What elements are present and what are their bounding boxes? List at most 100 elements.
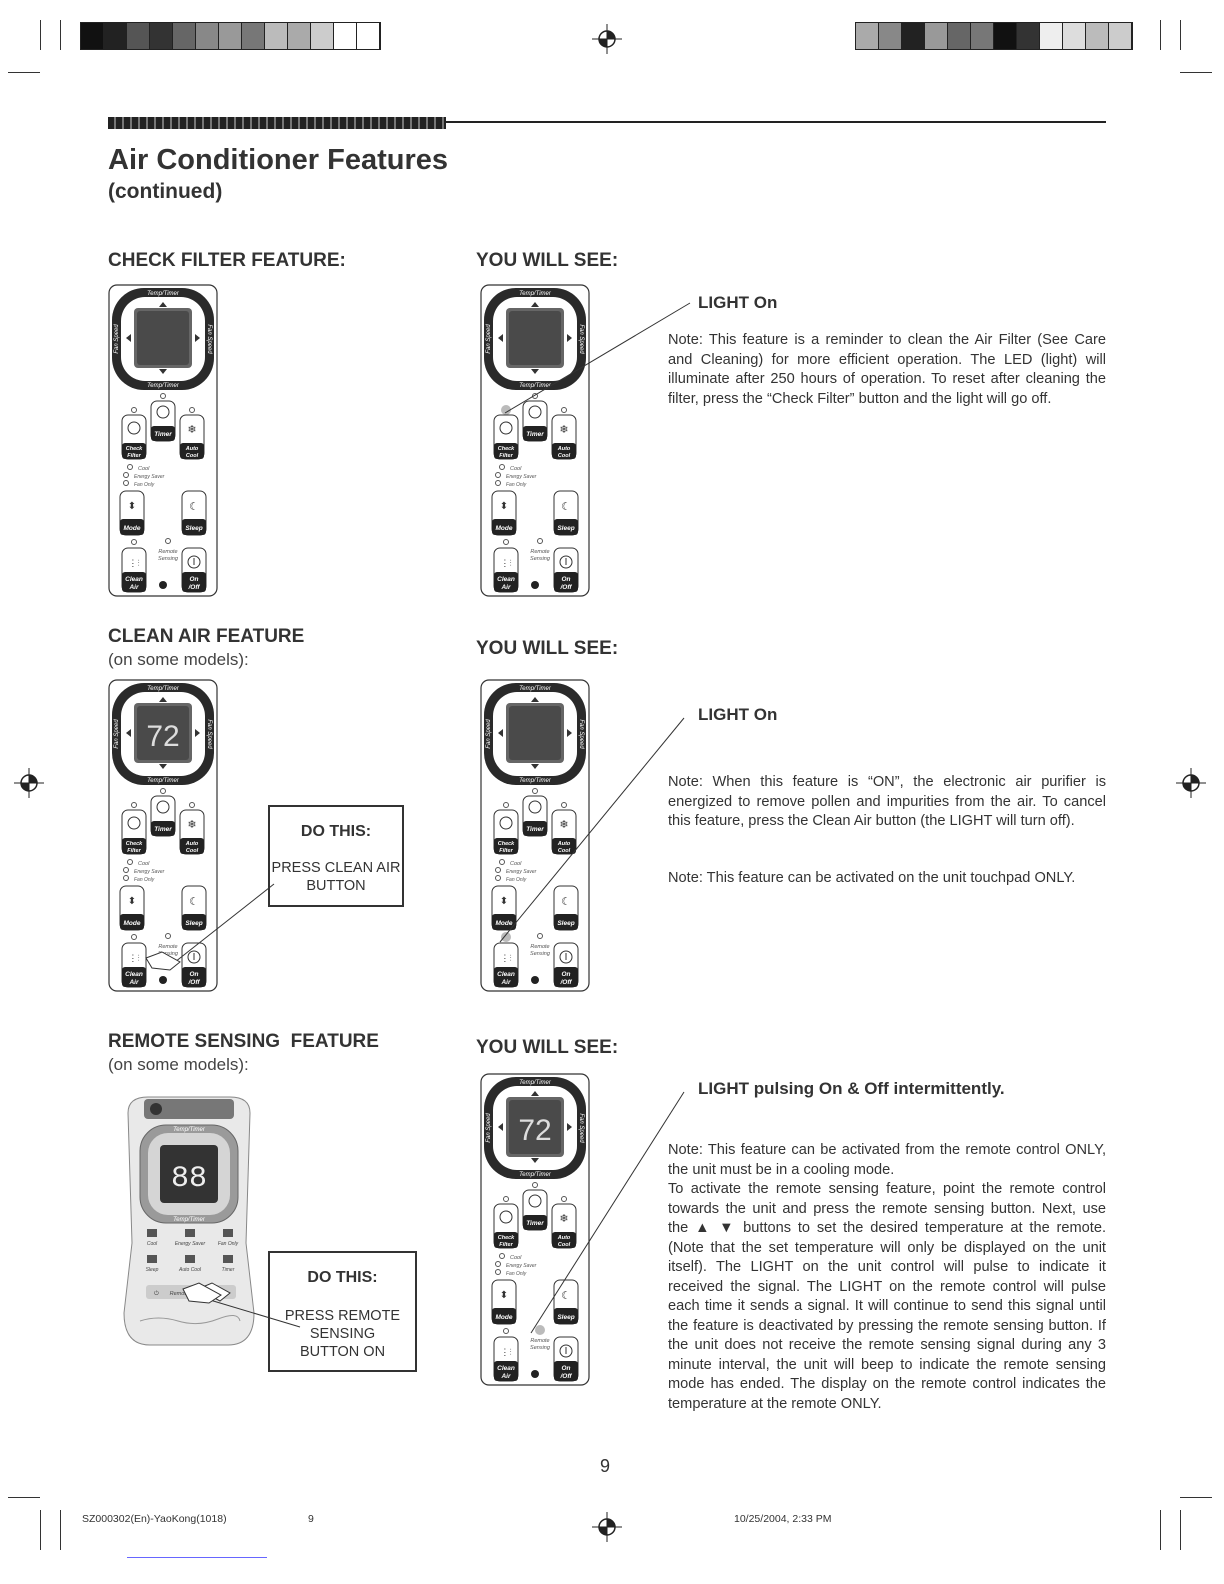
panel-label: Temp/Timer — [147, 291, 180, 297]
panel-label: ☾ — [561, 501, 571, 513]
panel-label: Auto — [557, 1235, 571, 1241]
panel-label: On — [561, 1365, 570, 1372]
panel-label: Timer — [526, 431, 544, 438]
panel-label: Cool — [510, 1255, 522, 1261]
panel-label: Sleep — [185, 920, 202, 927]
remote-ring-top-label: Temp/Timer — [173, 1127, 206, 1133]
panel-label: ⬍ — [128, 896, 136, 907]
panel-label: /Off — [559, 979, 572, 986]
panel-label: Temp/Timer — [519, 1172, 552, 1178]
panel-label: ⬍ — [500, 1290, 508, 1301]
panel-label: Temp/Timer — [147, 686, 180, 692]
panel-label: Temp/Timer — [519, 686, 552, 692]
panel-label: ☾ — [561, 1290, 571, 1302]
header-rule — [108, 121, 1106, 123]
panel-label: 72 — [146, 720, 179, 753]
panel-label: /Off — [559, 584, 572, 591]
panel-label: Temp/Timer — [519, 291, 552, 297]
control-panel-diagram-remote-sensing-lit: 72 Temp/Timer Temp/Timer Fan Speed Fan S… — [480, 1073, 590, 1386]
registration-mark-icon — [592, 24, 622, 54]
panel-label: Fan Speed — [486, 1113, 492, 1143]
panel-label: Cool — [558, 848, 571, 854]
panel-label: Temp/Timer — [147, 383, 180, 389]
panel-label: Check — [498, 446, 515, 452]
footer-timestamp: 10/25/2004, 2:33 PM — [734, 1513, 832, 1525]
registration-bar-left — [80, 22, 381, 50]
panel-label: Mode — [124, 920, 141, 927]
panel-label: /Off — [187, 584, 200, 591]
remote-button-label: Cool — [147, 1241, 158, 1247]
panel-label: Cool — [558, 453, 571, 459]
panel-label: Energy Saver — [134, 474, 165, 480]
panel-label: Energy Saver — [506, 869, 537, 875]
page-number: 9 — [600, 1456, 611, 1476]
panel-label: Fan Speed — [486, 324, 492, 354]
panel-label: Filter — [127, 848, 141, 854]
header-rule-pattern — [108, 117, 446, 129]
panel-label: Cool — [510, 466, 522, 472]
panel-label: ❄ — [187, 424, 196, 436]
panel-label: Remote — [530, 549, 549, 555]
panel-label: Air — [128, 584, 139, 591]
panel-label: Timer — [526, 826, 544, 833]
panel-label: Fan Only — [506, 877, 527, 883]
panel-label: Temp/Timer — [519, 383, 552, 389]
section-heading-check-filter: CHECK FILTER FEATURE: — [108, 250, 346, 271]
footer-page: 9 — [308, 1513, 314, 1525]
note-text: Note: This feature can be activated on t… — [668, 870, 1076, 886]
remote-ring-bottom-label: Temp/Timer — [173, 1217, 206, 1223]
panel-label: ☾ — [189, 501, 199, 513]
panel-label: Auto — [557, 841, 571, 847]
panel-label: Filter — [499, 1242, 513, 1248]
control-panel-diagram: Temp/Timer Temp/Timer Fan Speed Fan Spee… — [108, 284, 218, 597]
panel-label: Clean — [497, 971, 515, 978]
note-text: Note: This feature can be activated from… — [668, 1142, 1106, 1178]
you-will-see-label: YOU WILL SEE: — [476, 250, 619, 271]
panel-label: ⋮⫶ — [128, 953, 139, 963]
panel-label: Timer — [526, 1220, 544, 1227]
panel-label: Remote — [530, 1338, 549, 1344]
panel-label: Clean — [125, 971, 143, 978]
panel-label: Sensing — [530, 1345, 551, 1351]
light-label: LIGHT On — [698, 293, 778, 312]
note-text: To activate the remote sensing feature, … — [668, 1181, 1106, 1412]
registration-bar-right — [855, 22, 1133, 50]
panel-label: ⋮⫶ — [128, 558, 139, 568]
do-this-text: PRESS CLEAN AIR BUTTON — [271, 860, 401, 894]
section-subheading: (on some models): — [108, 1055, 249, 1074]
panel-label: Fan Speed — [114, 719, 120, 749]
remote-button — [223, 1255, 233, 1263]
panel-label: ⋮⫶ — [500, 558, 511, 568]
panel-label: Sensing — [530, 556, 551, 562]
panel-label: On — [189, 576, 198, 583]
section-heading-clean-air: CLEAN AIR FEATURE — [108, 626, 305, 647]
panel-label: Clean — [125, 576, 143, 583]
registration-mark-icon — [1176, 768, 1206, 798]
panel-label: Remote — [158, 944, 177, 950]
control-panel-diagram-clean-air-lit: Temp/Timer Temp/Timer Fan Speed Fan Spee… — [480, 679, 590, 992]
panel-label: Sensing — [530, 951, 551, 957]
remote-button — [147, 1229, 157, 1237]
panel-label: On — [189, 971, 198, 978]
footer-doc-code: SZ000302(En)-YaoKong(1018) — [82, 1513, 227, 1525]
do-this-box: DO THIS: PRESS REMOTE SENSING BUTTON ON — [268, 1251, 417, 1372]
panel-label: Energy Saver — [506, 1263, 537, 1269]
panel-label: Fan Speed — [578, 1113, 584, 1143]
remote-button — [147, 1255, 157, 1263]
control-panel-diagram-check-filter-lit: Temp/Timer Temp/Timer Fan Speed Fan Spee… — [480, 284, 590, 597]
panel-label: ⬍ — [500, 501, 508, 512]
panel-label: ⬍ — [500, 896, 508, 907]
panel-label: ❄ — [187, 819, 196, 831]
you-will-see-label: YOU WILL SEE: — [476, 1037, 619, 1058]
panel-label: Temp/Timer — [519, 1080, 552, 1086]
panel-label: Mode — [124, 525, 141, 532]
panel-label: Fan Only — [134, 482, 155, 488]
panel-label: Fan Speed — [206, 719, 212, 749]
panel-label: Cool — [186, 453, 199, 459]
panel-label: Check — [498, 841, 515, 847]
panel-label: Auto — [185, 841, 199, 847]
remote-button — [223, 1229, 233, 1237]
panel-label: Air — [128, 979, 139, 986]
panel-label: /Off — [559, 1373, 572, 1380]
panel-label: Cool — [558, 1242, 571, 1248]
